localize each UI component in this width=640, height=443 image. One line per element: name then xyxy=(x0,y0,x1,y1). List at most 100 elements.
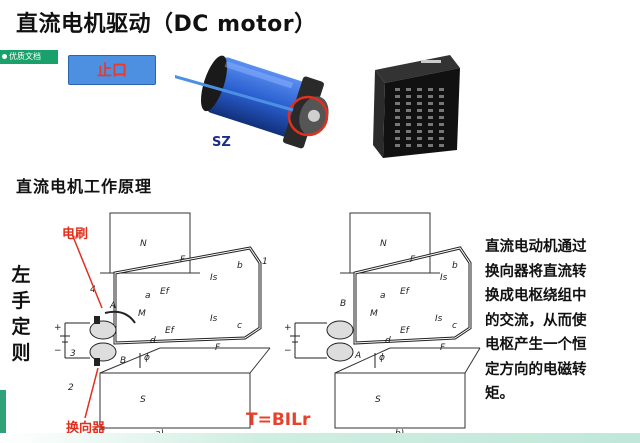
description-line: 电枢产生一个恒 xyxy=(485,337,587,353)
vent-hole xyxy=(439,95,444,98)
diagram-b-label: N xyxy=(380,239,387,249)
diagram-b-label: b xyxy=(452,261,458,271)
side-char: 定 xyxy=(11,316,31,338)
diagram-a: N S 1 2 3 4 a b c d A B F F Ef Ef Is Is … xyxy=(54,212,271,439)
side-char: 左 xyxy=(11,264,31,286)
diagram-b-label: A xyxy=(354,351,361,361)
vent-hole xyxy=(417,144,422,147)
page-title: 直流电机驱动（DC motor） xyxy=(16,12,317,37)
diagram-a-label: F xyxy=(180,255,186,265)
side-char: 则 xyxy=(11,342,31,364)
diagram-b-label: Is xyxy=(435,314,443,324)
diagram-a-label: S xyxy=(140,395,146,405)
diagram-a-label: A xyxy=(109,301,116,311)
vent-hole xyxy=(406,116,411,119)
diagram-a-label: ϕ xyxy=(144,353,150,363)
vent-hole xyxy=(428,102,433,105)
brush-annotation: 电刷 xyxy=(62,227,89,242)
diagram-a-label: 2 xyxy=(68,383,74,393)
vent-hole xyxy=(428,95,433,98)
vent-hole xyxy=(406,137,411,140)
side-char: 手 xyxy=(11,290,31,312)
description-line: 换成电枢绕组中 xyxy=(485,288,587,304)
vent-hole xyxy=(395,137,400,140)
vent-hole xyxy=(417,116,422,119)
diagram-a-label: M xyxy=(138,309,146,319)
vent-hole xyxy=(406,88,411,91)
vent-hole xyxy=(428,130,433,133)
vent-hole xyxy=(428,144,433,147)
vent-hole xyxy=(406,144,411,147)
vent-hole xyxy=(439,102,444,105)
vent-hole xyxy=(406,102,411,105)
vent-hole xyxy=(428,123,433,126)
diagram-b: N S a b c d B A F F Ef Ef Is Is M ϕ + − … xyxy=(284,212,481,439)
torque-formula: T=BILr xyxy=(246,410,311,430)
section-title: 直流电机工作原理 xyxy=(16,177,153,196)
diagram-b-label: Ef xyxy=(400,326,411,336)
vent-hole xyxy=(406,130,411,133)
vent-hole xyxy=(439,137,444,140)
vent-hole xyxy=(395,130,400,133)
diagram-a-label: F xyxy=(215,343,221,353)
doc-badge: 优质文档 xyxy=(0,50,58,64)
vent-hole xyxy=(406,109,411,112)
vent-hole xyxy=(395,88,400,91)
vent-hole xyxy=(395,116,400,119)
badge-dot-icon xyxy=(2,54,7,59)
vent-hole xyxy=(395,95,400,98)
vent-hole xyxy=(417,95,422,98)
diagram-a-label: a xyxy=(145,291,151,301)
diagram-a-label: 3 xyxy=(70,349,76,359)
diagram-a-label: − xyxy=(54,346,62,356)
vent-hole xyxy=(428,116,433,119)
vent-hole xyxy=(417,137,422,140)
diagram-b-label: − xyxy=(284,346,292,356)
decor-strip xyxy=(0,390,6,443)
badge-label: 优质文档 xyxy=(9,52,41,61)
diagram-b-label: Ef xyxy=(400,287,411,297)
diagram-a-label: d xyxy=(150,336,156,346)
motor-driver-image xyxy=(373,55,460,158)
diagram-a-label: Ef xyxy=(165,326,176,336)
vent-hole xyxy=(428,88,433,91)
vent-hole xyxy=(417,123,422,126)
vent-hole xyxy=(439,144,444,147)
diagram-a-label: c xyxy=(237,321,242,331)
diagram-a-label: 1 xyxy=(262,257,268,267)
diagram-a-label: 4 xyxy=(90,285,96,295)
vent-hole xyxy=(417,88,422,91)
vent-hole xyxy=(439,109,444,112)
description-line: 直流电动机通过 xyxy=(485,239,587,255)
vent-hole xyxy=(439,130,444,133)
diagram-a-label: Ef xyxy=(160,287,171,297)
diagram-a-label: b xyxy=(237,261,243,271)
diagram-a-label: + xyxy=(54,323,62,333)
commutator-annotation: 换向器 xyxy=(66,421,106,436)
footer-band xyxy=(0,433,640,443)
vent-hole xyxy=(395,109,400,112)
description-text: 直流电动机通过 换向器将直流转 换成电枢绕组中 的交流，从而使 电枢产生一个恒 … xyxy=(485,235,635,407)
diagram-b-label: + xyxy=(284,323,292,333)
vent-hole xyxy=(428,109,433,112)
diagram-a-label: Is xyxy=(210,273,218,283)
description-line: 换向器将直流转 xyxy=(485,263,587,280)
diagram-a-label: Is xyxy=(210,314,218,324)
dc-motor-image xyxy=(175,55,329,149)
stop-callout: 止口 xyxy=(68,55,156,85)
diagram-b-label: F xyxy=(410,255,416,265)
vent-hole xyxy=(439,123,444,126)
diagram-b-label: M xyxy=(370,309,378,319)
description-line: 定方向的电磁转 xyxy=(485,361,587,378)
diagram-b-label: S xyxy=(375,395,381,405)
vent-hole xyxy=(406,123,411,126)
vent-hole xyxy=(417,130,422,133)
diagram-b-label: Is xyxy=(440,273,448,283)
description-line: 矩。 xyxy=(485,386,514,402)
vent-hole xyxy=(439,88,444,91)
vent-hole xyxy=(428,137,433,140)
diagram-a-label: B xyxy=(120,356,126,366)
diagram-a-label: N xyxy=(140,239,147,249)
diagram-b-label: B xyxy=(340,299,346,309)
diagram-b-label: d xyxy=(385,336,391,346)
